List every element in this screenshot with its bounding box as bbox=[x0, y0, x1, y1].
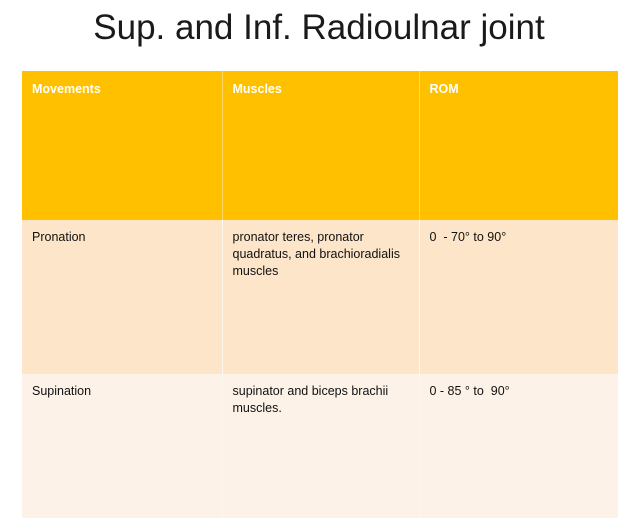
movement-name: Supination bbox=[32, 384, 92, 398]
radioulnar-rom-table: Movements Muscles ROM Pronation pronator… bbox=[22, 71, 618, 518]
table-header-row: Movements Muscles ROM bbox=[22, 71, 618, 220]
cell-movement: Supination bbox=[22, 374, 223, 518]
table-row: Supination supinator and biceps brachii … bbox=[22, 374, 618, 518]
muscles-list: pronator teres, pronator quadratus, and … bbox=[232, 230, 404, 278]
muscles-list: supinator and biceps brachii muscles. bbox=[232, 384, 392, 415]
cell-muscles: pronator teres, pronator quadratus, and … bbox=[222, 220, 420, 374]
cell-rom: 0 - 70° to 90° bbox=[419, 220, 618, 374]
cell-muscles: supinator and biceps brachii muscles. bbox=[222, 374, 420, 518]
column-header-movements: Movements bbox=[22, 71, 223, 220]
rom-value: 0 - 85 ° to 90° bbox=[429, 384, 510, 398]
page-title: Sup. and Inf. Radioulnar joint bbox=[93, 8, 545, 47]
rom-value: 0 - 70° to 90° bbox=[429, 230, 507, 244]
column-header-rom: ROM bbox=[419, 71, 618, 220]
table-row: Pronation pronator teres, pronator quadr… bbox=[22, 220, 618, 374]
column-header-muscles: Muscles bbox=[222, 71, 420, 220]
cell-rom: 0 - 85 ° to 90° bbox=[419, 374, 618, 518]
movement-name: Pronation bbox=[32, 230, 86, 244]
slide: Sup. and Inf. Radioulnar joint Movements… bbox=[22, 8, 618, 518]
cell-movement: Pronation bbox=[22, 220, 223, 374]
